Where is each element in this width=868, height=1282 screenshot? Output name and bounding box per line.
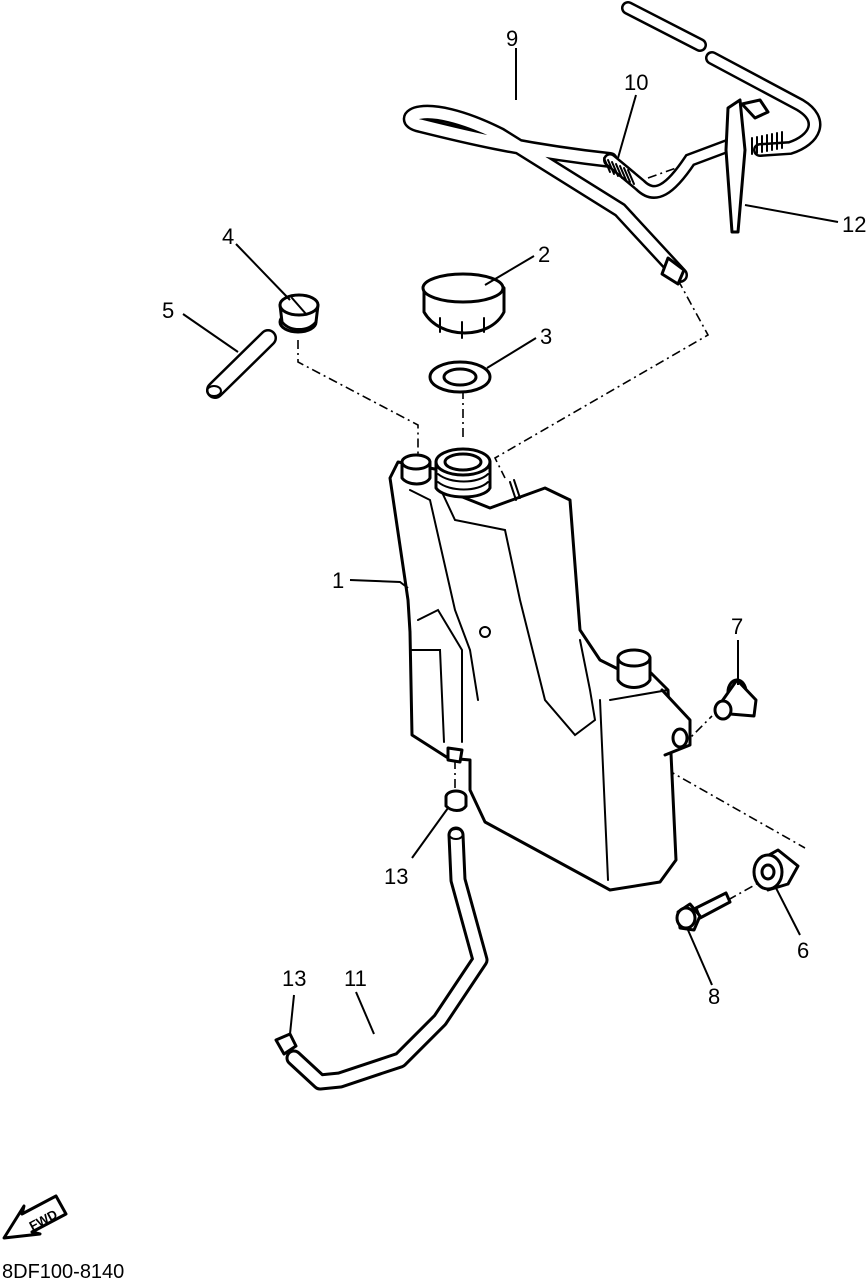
leader-lines [182,48,839,1035]
damper-6 [752,848,800,892]
cap-seal-3 [428,360,492,394]
callout-11: 11 [344,966,367,991]
callout-10: 10 [624,70,648,95]
callout-8: 8 [708,984,720,1009]
callout-5: 5 [162,298,174,323]
callout-13-upper: 13 [384,864,408,889]
hose-guide-12 [724,98,770,234]
callout-7: 7 [731,614,743,639]
diagram-code: 8DF100-8140 [2,1261,124,1282]
pin-5 [206,329,277,399]
callout-9: 9 [506,26,518,51]
cap-fitting-4 [278,293,320,334]
callout-numbers: 1 2 3 4 5 6 7 8 9 10 11 12 13 13 [162,26,866,1009]
breather-hose-upper [621,1,822,157]
fwd-arrow-icon: FWD [2,1194,68,1240]
callout-2: 2 [538,242,550,267]
callout-3: 3 [540,324,552,349]
bolt-8 [675,891,732,932]
overflow-hose-9 [402,104,737,286]
callout-12: 12 [842,212,866,237]
collar-7 [713,678,758,721]
drain-hose-11 [285,826,489,1091]
callout-4: 4 [222,224,234,249]
hose-clamp-13-lower [274,1032,298,1056]
callout-13-lower: 13 [282,966,306,991]
coolant-reservoir-1 [388,447,692,892]
hose-clamp-13-upper [444,789,468,812]
callout-1: 1 [332,568,344,593]
callout-6: 6 [797,938,809,963]
reservoir-cap-2 [421,272,506,339]
hose-spring-10 [603,131,783,185]
